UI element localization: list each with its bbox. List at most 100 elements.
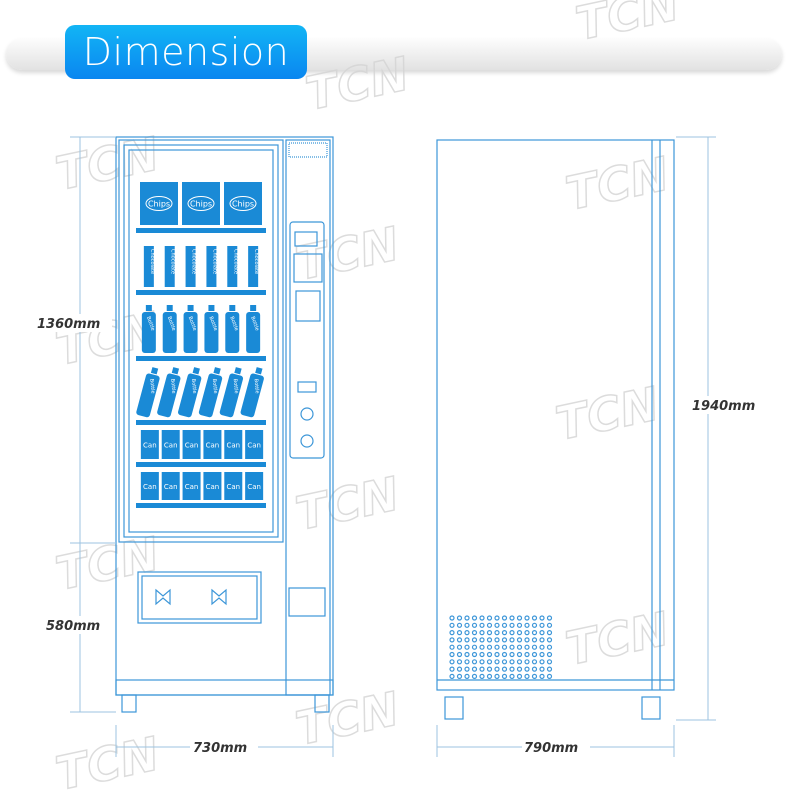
vent-hole (531, 651, 538, 658)
product-label: Can (247, 442, 261, 450)
vent-hole (516, 637, 523, 643)
vent-hole (546, 644, 553, 650)
vent-hole (486, 615, 493, 621)
shelf (136, 420, 266, 425)
product-label: Bottle (148, 379, 155, 394)
vent-hole (486, 666, 493, 672)
vent-hole (539, 615, 545, 621)
ventilation-grid (449, 615, 553, 680)
product-bag: Chips (140, 182, 178, 225)
vent-hole (494, 651, 500, 658)
tcn-watermark: TCN (51, 726, 164, 792)
vent-hole (516, 615, 523, 621)
vent-hole (531, 629, 538, 636)
vent-hole (486, 644, 493, 650)
vent-hole (471, 637, 478, 643)
vent-hole (509, 659, 515, 665)
vent-hole (464, 629, 470, 636)
vent-hole (486, 629, 493, 636)
vent-hole (509, 615, 515, 621)
side-depth-label: 790mm (524, 741, 578, 756)
vent-hole (494, 673, 500, 680)
vent-hole (479, 637, 485, 643)
product-label: Chocolate (232, 249, 238, 274)
lower-height-label: 580mm (46, 619, 100, 634)
vent-hole (449, 673, 455, 680)
product-label: Can (247, 483, 261, 491)
vent-hole (524, 644, 530, 650)
product-label: Bottle (228, 316, 239, 332)
vent-hole (471, 644, 478, 650)
front-foot-left (121, 694, 137, 713)
vent-hole (524, 622, 530, 628)
vent-hole (449, 637, 455, 643)
vent-hole (494, 666, 500, 672)
vent-hole (524, 666, 530, 672)
vent-hole (486, 659, 493, 665)
product-label: Bottle (249, 316, 260, 332)
side-panel (436, 139, 675, 691)
glass-pane (128, 149, 274, 533)
product-can: Can (182, 430, 201, 459)
product-tilted-bottle: Bottle (240, 367, 264, 418)
product-label: Chocolate (191, 249, 197, 274)
total-height-label: 1940mm (692, 399, 755, 414)
vent-hole (449, 622, 455, 628)
vent-hole (464, 651, 470, 658)
vent-hole (464, 666, 470, 672)
product-label: Chips (190, 200, 212, 209)
vent-hole (516, 651, 523, 658)
vent-hole (516, 629, 523, 636)
shelf (136, 290, 266, 295)
product-tilted-bottle: Bottle (219, 367, 244, 418)
vent-hole (546, 659, 553, 665)
vent-hole (546, 629, 553, 636)
product-can: Can (224, 472, 243, 500)
product-label: Can (143, 483, 157, 491)
vent-hole (449, 629, 455, 636)
product-label: Chocolate (211, 249, 217, 274)
product-bottle: Bottle (225, 305, 240, 353)
product-tilted-bottle: Bottle (157, 367, 181, 418)
vent-hole (494, 644, 500, 650)
product-tilted-bottle: Bottle (136, 367, 160, 418)
vent-hole (546, 651, 553, 658)
vent-hole (479, 659, 485, 665)
vent-hole (539, 644, 545, 650)
front-foot-right (314, 694, 330, 713)
vent-hole (456, 644, 463, 650)
vent-hole (531, 659, 538, 665)
vent-hole (509, 651, 515, 658)
product-bottle: Bottle (246, 305, 261, 353)
vent-hole (479, 644, 485, 650)
product-label: Bottle (190, 379, 197, 394)
vent-hole (539, 666, 545, 672)
product-label: Can (185, 442, 199, 450)
vent-hole (494, 637, 500, 643)
vent-hole (501, 659, 508, 665)
vent-hole (516, 659, 523, 665)
vent-hole (524, 637, 530, 643)
vent-hole (546, 622, 553, 628)
vent-hole (516, 673, 523, 680)
vent-hole (531, 673, 538, 680)
vent-hole (524, 629, 530, 636)
tcn-watermark: TCN (571, 0, 684, 51)
vent-hole (456, 659, 463, 665)
product-label: Chocolate (149, 249, 155, 274)
product-can: Can (245, 472, 264, 500)
vent-hole (479, 666, 485, 672)
product-tilted-bottle: Bottle (198, 367, 223, 418)
vent-hole (471, 651, 478, 658)
vent-hole (509, 673, 515, 680)
vent-hole (539, 629, 545, 636)
vent-hole (501, 622, 508, 628)
page-title: Dimension (65, 25, 307, 79)
product-label: Bottle (253, 379, 260, 394)
vent-hole (486, 651, 493, 658)
vent-hole (456, 651, 463, 658)
vent-hole (531, 637, 538, 643)
vent-hole (501, 666, 508, 672)
